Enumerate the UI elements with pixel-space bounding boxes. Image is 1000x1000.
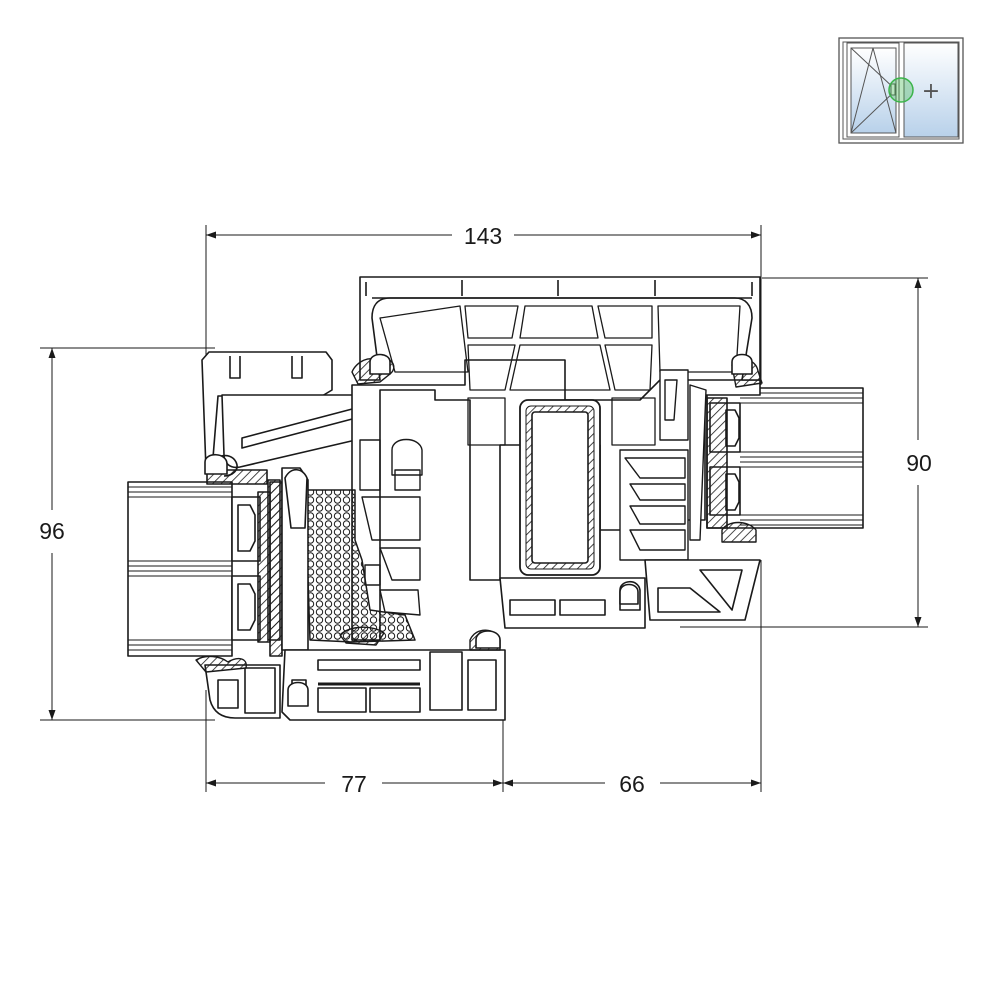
right-lower-frame	[499, 559, 761, 629]
icon-turn-line	[850, 47, 897, 91]
right-glazing-bead	[619, 369, 707, 561]
gasket-bottom-left	[195, 655, 247, 673]
icon-turn-line	[850, 89, 897, 134]
dimension-total-width: 143	[464, 223, 502, 249]
icon-highlight-circle	[888, 77, 914, 103]
dimension-right-width: 66	[619, 771, 645, 797]
sash-internal-chambers	[379, 305, 741, 446]
window-layout-icon: +	[838, 37, 964, 144]
right-glazing-unit	[706, 387, 864, 529]
top-cover-profile	[359, 276, 761, 381]
icon-inner-frame	[842, 41, 960, 140]
dimension-left-width: 77	[341, 771, 367, 797]
dimension-lines	[40, 225, 928, 792]
left-outer-frame	[201, 351, 368, 477]
sash-left-body	[267, 467, 309, 651]
clip-hooks	[204, 353, 753, 707]
gasket-sash-left	[339, 626, 385, 646]
dimension-right-height: 90	[906, 450, 932, 476]
icon-handle	[890, 83, 896, 96]
icon-plus-symbol: +	[922, 79, 940, 104]
icon-tilt-line	[850, 47, 874, 134]
dimension-labels: 143 77 66 96 90	[39, 223, 932, 797]
icon-tilt-line	[872, 47, 897, 134]
left-lower-frame	[204, 649, 506, 721]
icon-left-sash	[846, 42, 900, 138]
dimension-left-height: 96	[39, 518, 65, 544]
sash-middle-chambers	[359, 438, 423, 616]
steel-reinforcement	[519, 399, 601, 576]
left-glazing-unit	[127, 481, 283, 657]
profile-section	[127, 276, 864, 721]
gasket-right-lower	[721, 521, 757, 543]
